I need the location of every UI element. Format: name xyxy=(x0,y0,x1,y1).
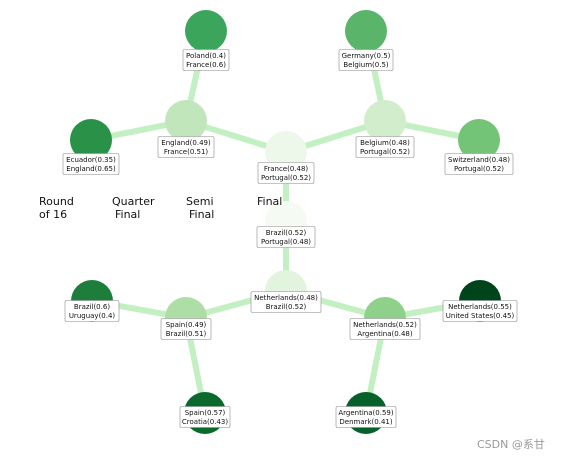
label-box xyxy=(442,300,518,322)
node-label-line: Netherlands(0.48) xyxy=(254,294,318,302)
label-box xyxy=(349,318,421,340)
label-box xyxy=(160,318,212,340)
node-label-spain_croatia: Spain(0.57)Croatia(0.43) xyxy=(179,406,231,428)
node-label-ecuador_england: Ecuador(0.35)England(0.65) xyxy=(62,153,120,175)
node-label-line: France(0.51) xyxy=(164,148,209,156)
node-poland_france xyxy=(185,10,227,52)
node-label-line: Croatia(0.43) xyxy=(182,418,228,426)
watermark: CSDN @系甘 xyxy=(477,438,545,451)
node-label-line: Belgium(0.5) xyxy=(343,61,389,69)
node-label-line: Belgium(0.48) xyxy=(360,139,410,147)
node-label-spain_brazil: Spain(0.49)Brazil(0.51) xyxy=(160,318,212,340)
node-label-switzerland_portugal: Switzerland(0.48)Portugal(0.52) xyxy=(444,153,514,175)
node-label-line: Argentina(0.48) xyxy=(357,330,412,338)
label-box xyxy=(257,162,315,184)
label-box xyxy=(182,49,230,71)
node-label-netherlands_argentina: Netherlands(0.52)Argentina(0.48) xyxy=(349,318,421,340)
node-label-brazil_portugal: Brazil(0.52)Portugal(0.48) xyxy=(256,226,316,248)
node-label-line: Brazil(0.52) xyxy=(266,303,307,311)
node-label-netherlands_usa: Netherlands(0.55)United States(0.45) xyxy=(442,300,518,322)
round-label-line: Final xyxy=(257,195,282,208)
node-label-line: Spain(0.49) xyxy=(166,321,207,329)
node-label-france_portugal: France(0.48)Portugal(0.52) xyxy=(257,162,315,184)
label-box xyxy=(179,406,231,428)
node-label-line: Portugal(0.48) xyxy=(261,238,311,246)
label-box xyxy=(157,136,215,158)
match-nodes: Poland(0.4)France(0.6)Germany(0.5)Belgiu… xyxy=(62,10,518,434)
node-label-argentina_denmark: Argentina(0.59)Denmark(0.41) xyxy=(335,406,397,428)
node-label-line: England(0.49) xyxy=(161,139,211,147)
node-switzerland_portugal xyxy=(458,119,500,161)
node-label-line: Germany(0.5) xyxy=(342,52,391,60)
node-label-line: Uruguay(0.4) xyxy=(69,312,116,320)
node-belgium_portugal xyxy=(364,100,406,142)
node-label-line: Portugal(0.52) xyxy=(454,165,504,173)
node-label-line: Portugal(0.52) xyxy=(360,148,410,156)
node-label-line: Brazil(0.6) xyxy=(74,303,110,311)
node-label-line: Brazil(0.51) xyxy=(166,330,207,338)
label-box xyxy=(250,291,322,313)
round-label-f: Final xyxy=(257,195,282,208)
node-label-line: Argentina(0.59) xyxy=(338,409,393,417)
node-label-belgium_portugal: Belgium(0.48)Portugal(0.52) xyxy=(355,136,415,158)
round-label-line: Round xyxy=(39,195,74,208)
node-label-brazil_uruguay: Brazil(0.6)Uruguay(0.4) xyxy=(64,300,120,322)
node-label-line: Brazil(0.52) xyxy=(266,229,307,237)
node-ecuador_england xyxy=(70,119,112,161)
node-label-england_france: England(0.49)France(0.51) xyxy=(157,136,215,158)
node-label-line: France(0.6) xyxy=(186,61,226,69)
node-label-line: United States(0.45) xyxy=(446,312,515,320)
node-label-line: Switzerland(0.48) xyxy=(448,156,510,164)
node-germany_belgium xyxy=(345,10,387,52)
round-label-line: Quarter xyxy=(112,195,155,208)
node-label-netherlands_brazil: Netherlands(0.48)Brazil(0.52) xyxy=(250,291,322,313)
node-label-line: Spain(0.57) xyxy=(185,409,226,417)
node-circles xyxy=(70,10,501,434)
node-labels: Poland(0.4)France(0.6)Germany(0.5)Belgiu… xyxy=(62,49,518,428)
label-box xyxy=(444,153,514,175)
round-label-line: Final xyxy=(115,208,140,221)
label-box xyxy=(338,49,394,71)
label-box xyxy=(64,300,120,322)
node-label-line: Netherlands(0.55) xyxy=(448,303,512,311)
round-label-line: Final xyxy=(189,208,214,221)
round-label-line: of 16 xyxy=(39,208,67,221)
node-label-line: England(0.65) xyxy=(66,165,116,173)
node-label-germany_belgium: Germany(0.5)Belgium(0.5) xyxy=(338,49,394,71)
label-box xyxy=(256,226,316,248)
node-label-line: Denmark(0.41) xyxy=(339,418,392,426)
node-label-line: Poland(0.4) xyxy=(186,52,226,60)
label-box xyxy=(355,136,415,158)
label-box xyxy=(62,153,120,175)
node-label-line: France(0.48) xyxy=(264,165,309,173)
node-label-line: Portugal(0.52) xyxy=(261,174,311,182)
node-label-poland_france: Poland(0.4)France(0.6) xyxy=(182,49,230,71)
round-label-line: Semi xyxy=(186,195,214,208)
node-england_france xyxy=(165,100,207,142)
label-box xyxy=(335,406,397,428)
node-label-line: Ecuador(0.35) xyxy=(66,156,116,164)
node-label-line: Netherlands(0.52) xyxy=(353,321,417,329)
